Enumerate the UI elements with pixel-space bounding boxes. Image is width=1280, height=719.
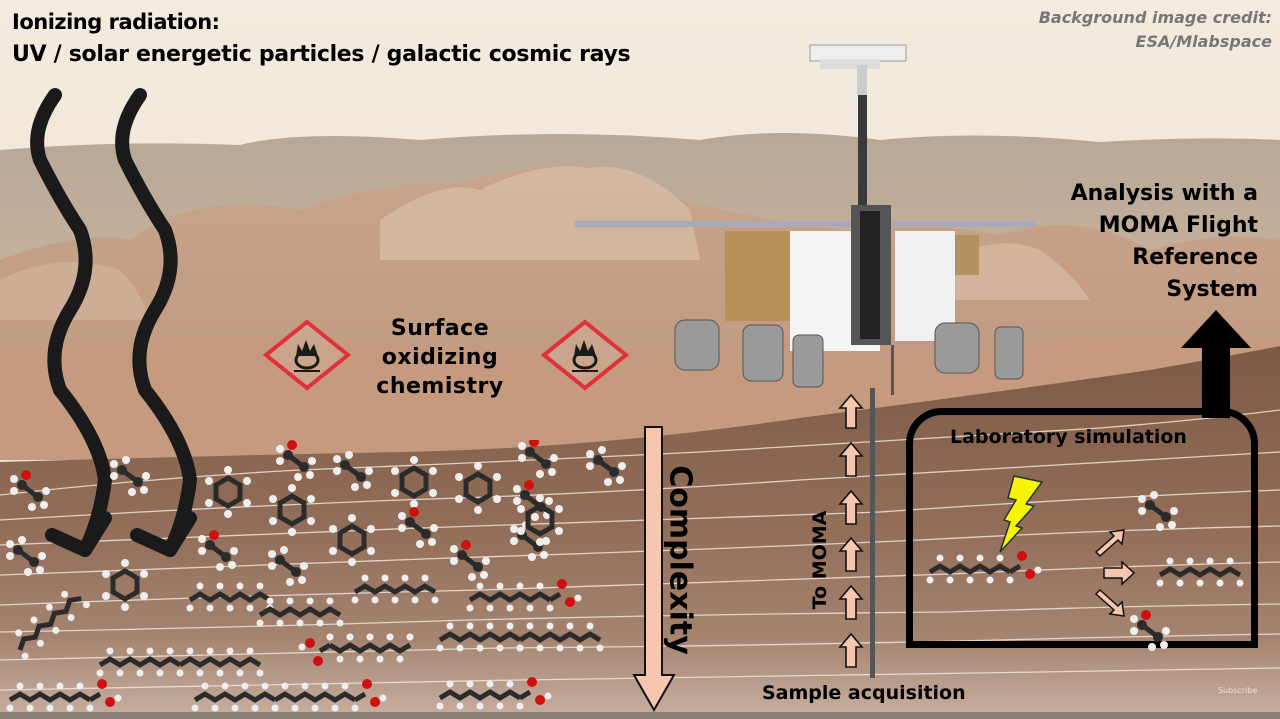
organic-molecules (0, 440, 1280, 719)
lightning-bolt-icon (999, 475, 1044, 553)
analysis-moma-label: Analysis with a MOMA Flight Reference Sy… (1071, 178, 1258, 306)
laboratory-simulation-title: Laboratory simulation (950, 426, 1187, 448)
laboratory-simulation-box (906, 408, 1258, 648)
analysis-up-arrow (1181, 310, 1251, 418)
analysis-line-1: Analysis with a (1070, 181, 1258, 206)
credit-line-1: Background image credit: (1038, 8, 1272, 27)
drill-rod (870, 388, 875, 678)
complexity-label: Complexity (660, 440, 700, 680)
sample-acquisition-label: Sample acquisition (762, 682, 966, 704)
analysis-line-4: System (1166, 277, 1258, 302)
complexity-text: Complexity (662, 465, 698, 655)
image-credit: Background image credit: ESA/Mlabspace (1039, 6, 1272, 54)
analysis-line-2: MOMA Flight (1098, 213, 1258, 238)
oxidizer-hazard-icon-right (540, 319, 630, 391)
complexity-down-arrow (632, 426, 676, 713)
radiation-title: Ionizing radiation: (12, 10, 220, 34)
rosalind-franklin-rover (575, 44, 1035, 395)
surface-line-3: chemistry (376, 374, 504, 399)
subscribe-watermark: Subscribe (1218, 686, 1258, 695)
credit-line-2: ESA/Mlabspace (1135, 32, 1272, 51)
oxidizer-hazard-icon-left (262, 319, 352, 391)
surface-line-1: Surface (390, 316, 490, 341)
reaction-arrows (1094, 529, 1136, 617)
analysis-line-3: Reference (1132, 245, 1258, 270)
to-moma-up-arrows (838, 393, 864, 668)
radiation-arrows (30, 88, 197, 557)
surface-line-2: oxidizing (381, 345, 499, 370)
radiation-sources: UV / solar energetic particles / galacti… (12, 42, 631, 67)
to-moma-text: To MOMA (809, 510, 831, 610)
to-moma-label: To MOMA (800, 500, 840, 620)
surface-oxidizing-chemistry-label: Surface oxidizing chemistry (345, 314, 535, 401)
